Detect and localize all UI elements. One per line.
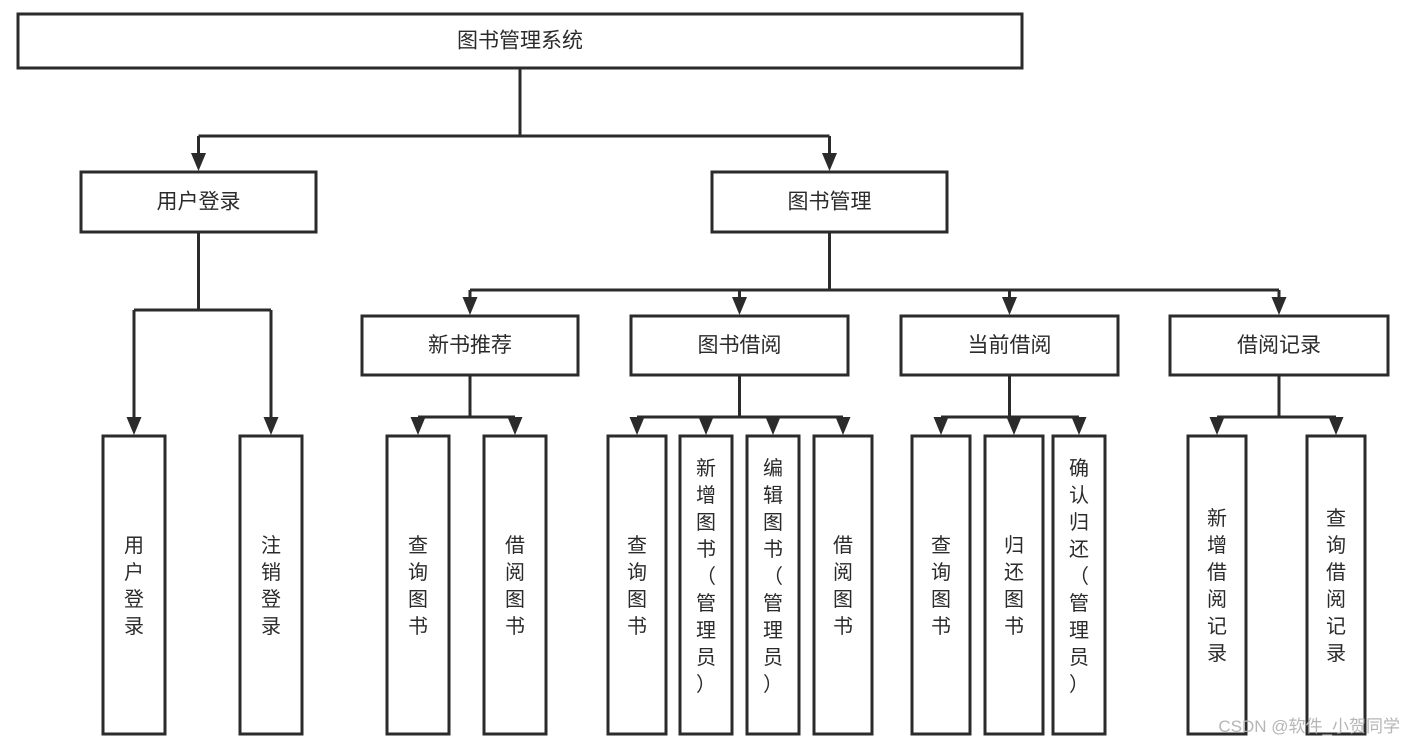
node-label: 图书借阅 xyxy=(698,334,782,357)
arrow-head-icon xyxy=(933,417,949,435)
node-label: 图书管理 xyxy=(788,191,872,214)
arrow-head-icon xyxy=(126,417,142,435)
node-label: 注销登录 xyxy=(261,534,281,638)
arrow-head-icon xyxy=(1271,297,1287,315)
node-layer: 图书管理系统用户登录图书管理新书推荐图书借阅当前借阅借阅记录用户登录注销登录查询… xyxy=(16,12,1390,736)
node-l-query-book-1[interactable]: 查询图书 xyxy=(385,434,451,736)
node-l-edit-book[interactable]: 编辑图书（管理员） xyxy=(745,434,801,736)
node-box xyxy=(1305,434,1367,736)
node-n-user-login[interactable]: 用户登录 xyxy=(79,170,318,234)
arrow-head-icon xyxy=(1002,297,1017,315)
node-l-logout[interactable]: 注销登录 xyxy=(238,434,304,736)
node-label: 图书管理系统 xyxy=(457,30,583,53)
node-box xyxy=(629,314,850,377)
arrow-head-icon xyxy=(191,153,206,171)
arrow-head-icon xyxy=(1209,417,1225,435)
node-n-current-borrow[interactable]: 当前借阅 xyxy=(899,314,1120,377)
arrow-head-icon xyxy=(462,297,478,315)
node-label: 归还图书 xyxy=(1004,534,1024,638)
node-box xyxy=(1186,434,1248,736)
node-l-add-record[interactable]: 新增借阅记录 xyxy=(1186,434,1248,736)
arrow-head-icon xyxy=(765,417,781,435)
node-box xyxy=(910,434,972,736)
node-box xyxy=(238,434,304,736)
node-label: 用户登录 xyxy=(124,535,144,638)
arrow-head-icon xyxy=(1328,417,1344,435)
node-label: 新增图书（管理员） xyxy=(696,457,716,696)
node-label: 新书推荐 xyxy=(428,334,512,357)
node-label: 用户登录 xyxy=(157,191,241,214)
node-box xyxy=(745,434,801,736)
node-label: 编辑图书（管理员） xyxy=(763,457,783,696)
node-box xyxy=(1168,314,1390,377)
node-l-add-book[interactable]: 新增图书（管理员） xyxy=(678,434,734,736)
arrow-head-icon xyxy=(732,297,747,315)
node-label: 查询图书 xyxy=(408,534,428,638)
arrow-head-icon xyxy=(507,417,523,435)
node-box xyxy=(79,170,318,234)
arrow-head-icon xyxy=(629,417,645,435)
node-l-user-login[interactable]: 用户登录 xyxy=(101,434,167,736)
node-box xyxy=(360,314,580,377)
node-box xyxy=(101,434,167,736)
node-box xyxy=(899,314,1120,377)
node-l-return-book[interactable]: 归还图书 xyxy=(983,434,1045,736)
node-n-book-borrow[interactable]: 图书借阅 xyxy=(629,314,850,377)
node-label: 查询借阅记录 xyxy=(1326,507,1346,665)
node-box xyxy=(606,434,668,736)
node-label: 新增借阅记录 xyxy=(1207,507,1227,665)
node-n-borrow-record[interactable]: 借阅记录 xyxy=(1168,314,1390,377)
node-l-confirm-return[interactable]: 确认归还（管理员） xyxy=(1051,434,1107,736)
node-l-borrow-book-2[interactable]: 借阅图书 xyxy=(812,434,874,736)
node-box xyxy=(710,170,949,234)
csdn-watermark: CSDN @软件_小贺同学 xyxy=(1218,717,1400,736)
node-label: 确认归还（管理员） xyxy=(1069,457,1089,696)
connector-layer xyxy=(126,68,1344,435)
node-l-borrow-book-1[interactable]: 借阅图书 xyxy=(482,434,548,736)
node-root[interactable]: 图书管理系统 xyxy=(16,12,1024,70)
node-box xyxy=(16,12,1024,70)
node-box xyxy=(482,434,548,736)
node-label: 当前借阅 xyxy=(968,334,1052,357)
node-label: 借阅记录 xyxy=(1237,334,1321,357)
node-n-new-book-rec[interactable]: 新书推荐 xyxy=(360,314,580,377)
node-label: 查询图书 xyxy=(931,534,951,638)
arrow-head-icon xyxy=(835,417,851,435)
node-label: 借阅图书 xyxy=(505,534,525,638)
node-box xyxy=(983,434,1045,736)
arrow-head-icon xyxy=(698,417,714,435)
node-l-query-book-3[interactable]: 查询图书 xyxy=(910,434,972,736)
node-box xyxy=(678,434,734,736)
node-box xyxy=(812,434,874,736)
arrow-head-icon xyxy=(822,153,837,171)
arrow-head-icon xyxy=(263,417,279,435)
node-n-book-manage[interactable]: 图书管理 xyxy=(710,170,949,234)
node-box xyxy=(1051,434,1107,736)
node-label: 查询图书 xyxy=(627,534,647,638)
node-l-query-book-2[interactable]: 查询图书 xyxy=(606,434,668,736)
node-box xyxy=(385,434,451,736)
node-label: 借阅图书 xyxy=(833,534,853,638)
arrow-head-icon xyxy=(1071,417,1087,435)
node-l-query-record[interactable]: 查询借阅记录 xyxy=(1305,434,1367,736)
arrow-head-icon xyxy=(410,417,426,435)
arrow-head-icon xyxy=(1006,417,1022,435)
